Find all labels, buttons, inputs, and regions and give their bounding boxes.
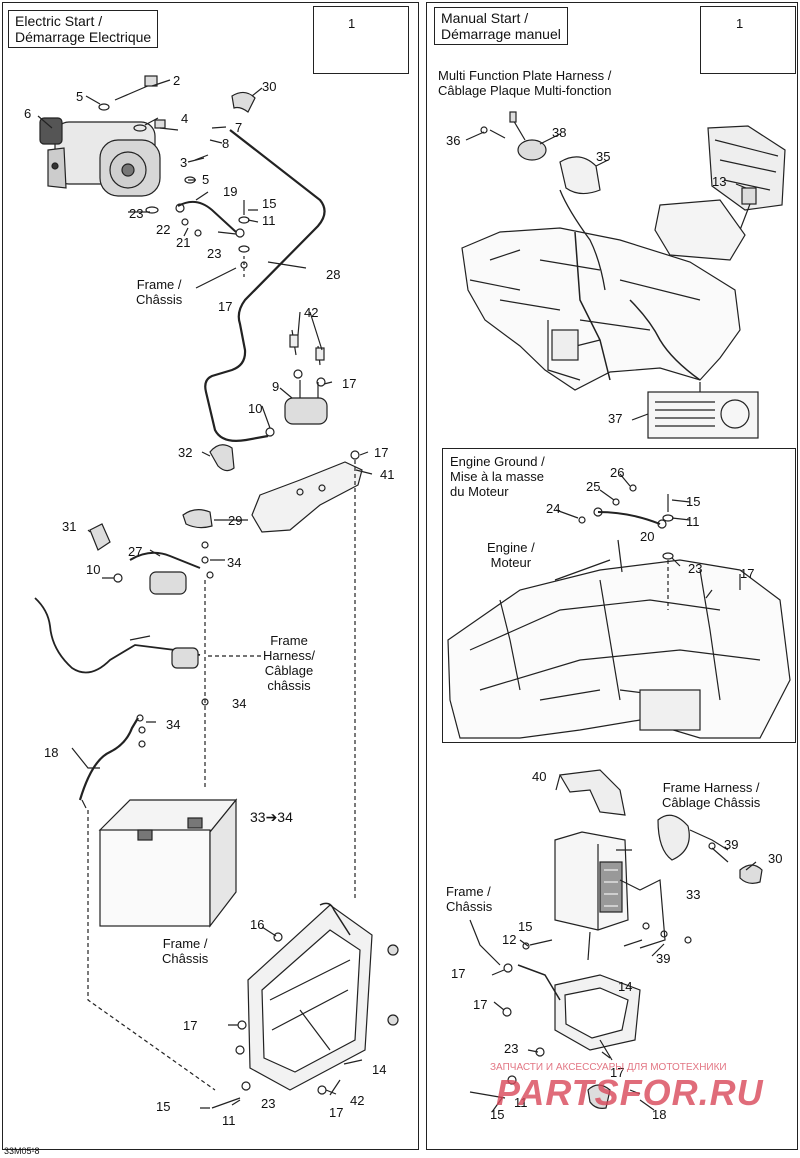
- part-number: 35: [596, 149, 611, 164]
- part-number: 11: [262, 213, 276, 228]
- engine-label: Engine /Moteur: [487, 540, 535, 570]
- electric-start-title-line1: Electric Start /: [15, 13, 103, 29]
- part-number: 23: [129, 206, 144, 221]
- part-number: 25: [586, 479, 601, 494]
- part-number: 15: [490, 1107, 505, 1122]
- part-number: 22: [156, 222, 171, 237]
- part-number: 21: [176, 235, 191, 250]
- part-number: 17: [183, 1018, 198, 1033]
- part-number: 10: [86, 562, 101, 577]
- part-number: 17: [342, 376, 357, 391]
- part-number: 17: [740, 566, 755, 581]
- part-number: 32: [178, 445, 193, 460]
- manual-start-title: Manual Start / Démarrage manuel: [434, 7, 568, 45]
- frame-label-2: Frame /Châssis: [162, 936, 209, 966]
- part-number: 15: [156, 1099, 171, 1114]
- engine-ground-title: Engine Ground / Mise à la masse du Moteu…: [450, 454, 545, 499]
- part-number: 39: [724, 837, 739, 852]
- part-number: 6: [24, 106, 32, 121]
- part-number: 14: [618, 979, 633, 994]
- part-number: 29: [228, 513, 243, 528]
- part-number: 28: [326, 267, 341, 282]
- frame-harness-label-right: Frame Harness /Câblage Châssis: [662, 780, 761, 810]
- part-number: 15: [518, 919, 533, 934]
- multi-function-harness-label: Multi Function Plate Harness /Câblage Pl…: [438, 68, 612, 98]
- frame-label-1: Frame /Châssis: [136, 277, 183, 307]
- part-number: 13: [712, 174, 727, 189]
- kit-callout-box-electric: [313, 6, 409, 74]
- part-number: 23: [261, 1096, 276, 1111]
- part-number: 19: [223, 184, 238, 199]
- electric-start-title-line2: Démarrage Electrique: [15, 29, 152, 45]
- part-number: 9: [272, 379, 280, 394]
- part-number: 34: [166, 717, 181, 732]
- part-number: 18: [652, 1107, 667, 1122]
- kit-callout-number-manual: 1: [736, 16, 744, 31]
- part-number: 23: [207, 246, 222, 261]
- part-number: 42: [350, 1093, 365, 1108]
- part-number: 8: [222, 136, 230, 151]
- part-number: 30: [262, 79, 277, 94]
- part-number: 12: [502, 932, 517, 947]
- part-number: 39: [656, 951, 671, 966]
- manual-start-title-line2: Démarrage manuel: [441, 26, 561, 42]
- part-number: 34: [227, 555, 242, 570]
- part-number: 38: [552, 125, 567, 140]
- part-number: 15: [262, 196, 277, 211]
- starter-motor: [39, 117, 161, 197]
- part-number: 11: [222, 1113, 236, 1128]
- part-number: 30: [768, 851, 783, 866]
- part-number: 37: [608, 411, 623, 426]
- part-number: 3: [180, 155, 188, 170]
- kit-callout-box-manual: [700, 6, 796, 74]
- part-number: 7: [235, 120, 243, 135]
- part-number: 36: [446, 133, 461, 148]
- part-number: 34: [232, 696, 247, 711]
- part-number: 11: [686, 514, 700, 529]
- frame-label-3: Frame /Châssis: [446, 884, 493, 914]
- part-number: 31: [62, 519, 77, 534]
- part-number: 18: [44, 745, 59, 760]
- part-number: 41: [380, 467, 395, 482]
- drawing-code: 33M05¹8: [4, 1146, 40, 1156]
- part-number: 23: [504, 1041, 519, 1056]
- part-number: 11: [514, 1095, 528, 1110]
- part-number: 17: [451, 966, 466, 981]
- part-number: 10: [248, 401, 263, 416]
- part-number: 17: [218, 299, 233, 314]
- manual-start-title-line1: Manual Start /: [441, 10, 529, 26]
- electric-start-title: Electric Start / Démarrage Electrique: [8, 10, 159, 48]
- part-number: 40: [532, 769, 547, 784]
- part-number: 5: [202, 172, 210, 187]
- part-number: 4: [181, 111, 189, 126]
- watermark-tagline: ЗАПЧАСТИ И АКСЕССУАРЫ ДЛЯ МОТОТЕХНИКИ: [490, 1062, 727, 1073]
- part-number: 23: [688, 561, 703, 576]
- part-number: 17: [329, 1105, 344, 1120]
- part-number: 16: [250, 917, 265, 932]
- part-number: 17: [610, 1065, 625, 1080]
- part-number: 33: [686, 887, 701, 902]
- part-number: 27: [128, 544, 143, 559]
- part-number: 26: [610, 465, 625, 480]
- part-number: 20: [640, 529, 655, 544]
- part-number: 42: [304, 305, 319, 320]
- part-number: 5: [76, 89, 84, 104]
- part-number: 2: [173, 73, 181, 88]
- kit-callout-number-electric: 1: [348, 16, 356, 31]
- part-number: 24: [546, 501, 561, 516]
- part-number: 14: [372, 1062, 387, 1077]
- arrow-note: 33➔34: [250, 809, 293, 825]
- watermark-brand: PARTSFOR.RU: [496, 1072, 764, 1113]
- part-number: 15: [686, 494, 701, 509]
- part-number: 17: [473, 997, 488, 1012]
- part-number: 17: [374, 445, 389, 460]
